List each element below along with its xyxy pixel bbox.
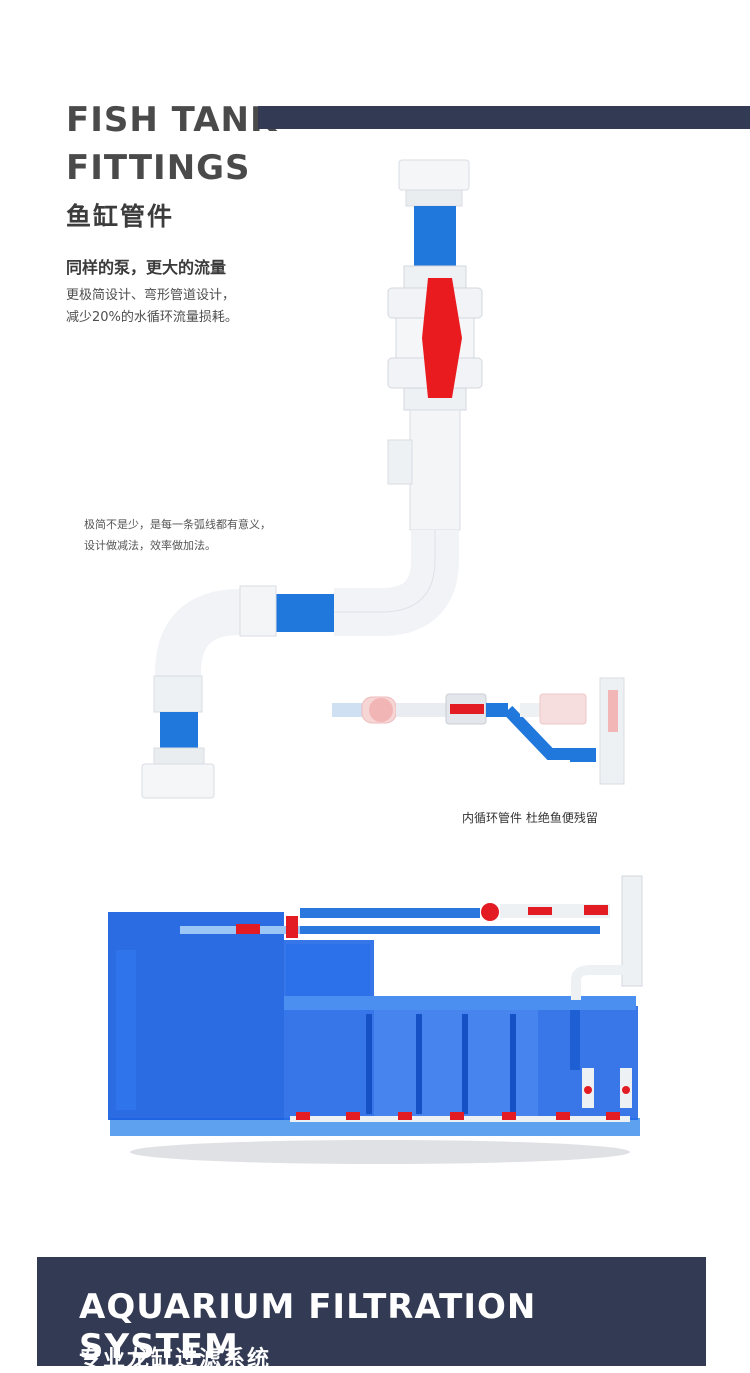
title-line-2: FITTINGS: [66, 148, 251, 188]
title-line-1: FISH TANK: [66, 100, 278, 140]
valve-wheel-icon: [369, 698, 393, 722]
section-banner: AQUARIUM FILTRATION SYSTEM 专业龙缸过滤系统: [37, 1257, 706, 1372]
design-note: 极简不是少，是每一条弧线都有意义， 设计做减法，效率做加法。: [84, 514, 271, 556]
design-note-line-2: 设计做减法，效率做加法。: [84, 539, 216, 552]
ball-valve-handle: [422, 278, 462, 398]
banner-title-cn: 专业龙缸过滤系统: [79, 1347, 272, 1372]
page-subtitle-cn: 鱼缸管件: [66, 202, 175, 231]
intro-line-2: 减少20%的水循环流量损耗。: [66, 310, 238, 325]
intro-heading: 同样的泵，更大的流量: [66, 258, 227, 277]
valve-wheel-icon: [481, 903, 499, 921]
banner-title-en: AQUARIUM FILTRATION SYSTEM: [79, 1287, 537, 1367]
title-accent-bar: [258, 106, 750, 129]
page-title: FISH TANK FITTINGS: [66, 96, 277, 192]
intro-line-1: 更极简设计、弯形管道设计，: [66, 288, 236, 303]
fitting-caption: 内循环管件 杜绝鱼便残留: [462, 811, 598, 825]
design-note-line-1: 极简不是少，是每一条弧线都有意义，: [84, 518, 271, 531]
intro-text: 更极简设计、弯形管道设计， 减少20%的水循环流量损耗。: [66, 285, 238, 329]
